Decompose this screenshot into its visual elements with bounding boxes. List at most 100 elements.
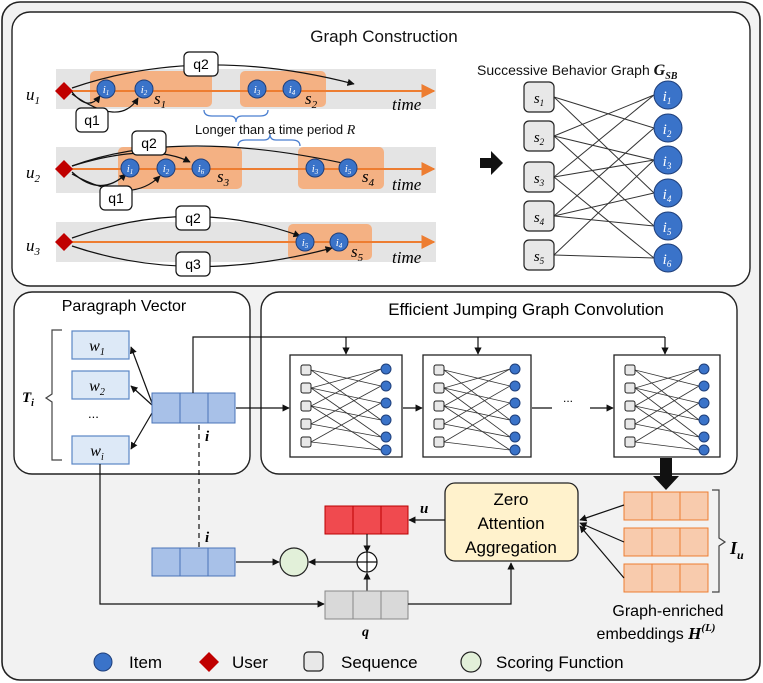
graph-edge: [443, 405, 511, 421]
graph-edge: [634, 405, 700, 421]
session-label-s5: s5: [351, 242, 364, 264]
graph-edge: [443, 402, 511, 443]
vector-label-u: u: [420, 501, 428, 517]
item-node: i1: [96, 79, 116, 99]
user-icon: [55, 160, 73, 178]
svg-text:i6: i6: [663, 252, 672, 269]
graph-edge: [634, 368, 700, 407]
svg-text:i1: i1: [103, 84, 110, 97]
item-node: [698, 397, 710, 409]
session-label-s2: s2: [305, 89, 318, 111]
user-label-u3: u3: [26, 236, 41, 258]
item-node: i6: [191, 158, 211, 178]
user-icon: [199, 652, 219, 672]
graph-edge: [443, 369, 511, 387]
user-icon: [55, 82, 73, 100]
legend: Item User Sequence Scoring Function: [93, 651, 624, 673]
graph-edge: [553, 96, 655, 194]
svg-text:q1: q1: [108, 190, 124, 206]
svg-text:Aggregation: Aggregation: [465, 538, 557, 557]
item-node: i5: [338, 158, 358, 178]
item-node: [509, 380, 521, 392]
graph-edge: [443, 387, 511, 404]
item-node: i1: [653, 80, 683, 110]
svg-text:i1: i1: [663, 89, 672, 106]
graph-edge: [443, 368, 511, 407]
svg-text:i1: i1: [127, 163, 134, 176]
word-ellipsis: ...: [88, 406, 99, 421]
item-node: i2: [134, 79, 154, 99]
svg-text:i4: i4: [336, 237, 343, 250]
query-box-q2: q2: [131, 130, 167, 156]
paragraph-vector-i: [151, 392, 236, 424]
sequence-node: s5: [523, 239, 555, 271]
sequence-node: [300, 436, 312, 448]
svg-text:i5: i5: [302, 237, 309, 250]
item-node: [380, 397, 392, 409]
item-node: [380, 444, 392, 456]
graph-edge: [553, 94, 655, 178]
item-node: [509, 444, 521, 456]
layer-graphs: [300, 363, 710, 456]
period-brace: [203, 109, 269, 123]
svg-text:i3: i3: [312, 163, 319, 176]
graph-edge: [443, 387, 511, 438]
query-curve: [71, 145, 357, 169]
graph-construction-title: Graph Construction: [310, 27, 457, 46]
session-label-s1: s1: [154, 89, 166, 111]
attn-arrow: [579, 525, 625, 579]
word-box-w1: w1: [71, 330, 130, 360]
embedding-vector: [623, 563, 709, 593]
legend-user: User: [232, 653, 268, 672]
graph-edge: [310, 385, 382, 425]
legend-scoring: Scoring Function: [496, 653, 624, 672]
sequence-node: [624, 364, 636, 376]
graph-edge: [634, 402, 700, 443]
graph-enriched-label: Graph-enriched: [612, 603, 723, 620]
query-vector-q: [324, 590, 409, 620]
pv-arrow: [130, 412, 153, 450]
svg-text:i3: i3: [254, 84, 261, 97]
vector-label-q: q: [362, 625, 369, 640]
item-node: i3: [653, 145, 683, 175]
sequence-node: [624, 400, 636, 412]
graph-edge: [553, 96, 655, 129]
graph-edge: [634, 369, 700, 421]
vector-label-i-bottom: i: [205, 530, 210, 546]
item-node: i3: [247, 79, 267, 99]
paragraph-vector-panel: Paragraph Vector Ti w1 w2 ... wi i: [13, 291, 251, 475]
words-to-q: [99, 464, 325, 608]
item-node: [509, 397, 521, 409]
query-box-q2: q2: [175, 205, 211, 231]
graph-edge: [443, 385, 511, 425]
item-node: i3: [305, 158, 325, 178]
svg-text:s2: s2: [534, 130, 545, 147]
graph-edge: [553, 135, 655, 161]
graph-edge: [634, 405, 700, 451]
item-node: i6: [653, 243, 683, 273]
graph-edge: [310, 405, 382, 421]
svg-text:i2: i2: [141, 84, 148, 97]
item-node: [380, 363, 392, 375]
word-box-w2: w2: [71, 370, 130, 400]
svg-text:i2: i2: [163, 163, 170, 176]
sequence-node: [300, 364, 312, 376]
item-node: [698, 363, 710, 375]
graph-edge: [310, 369, 382, 421]
time-label: time: [392, 175, 422, 194]
item-node: i2: [156, 158, 176, 178]
graph-edge: [553, 94, 655, 137]
query-box-q3: q3: [175, 251, 211, 277]
graph-edge: [310, 368, 382, 389]
query-box-q1: q1: [75, 107, 109, 133]
period-note: Longer than a time period R: [195, 122, 356, 138]
item-node: i2: [653, 113, 683, 143]
zero-attention-box: Zero Attention Aggregation: [444, 482, 579, 562]
svg-text:Attention: Attention: [477, 514, 544, 533]
svg-text:i4: i4: [663, 187, 672, 204]
session-label-s3: s3: [217, 167, 230, 189]
iu-label: Iu: [729, 538, 744, 562]
item-node: [509, 414, 521, 426]
svg-text:i4: i4: [289, 84, 296, 97]
